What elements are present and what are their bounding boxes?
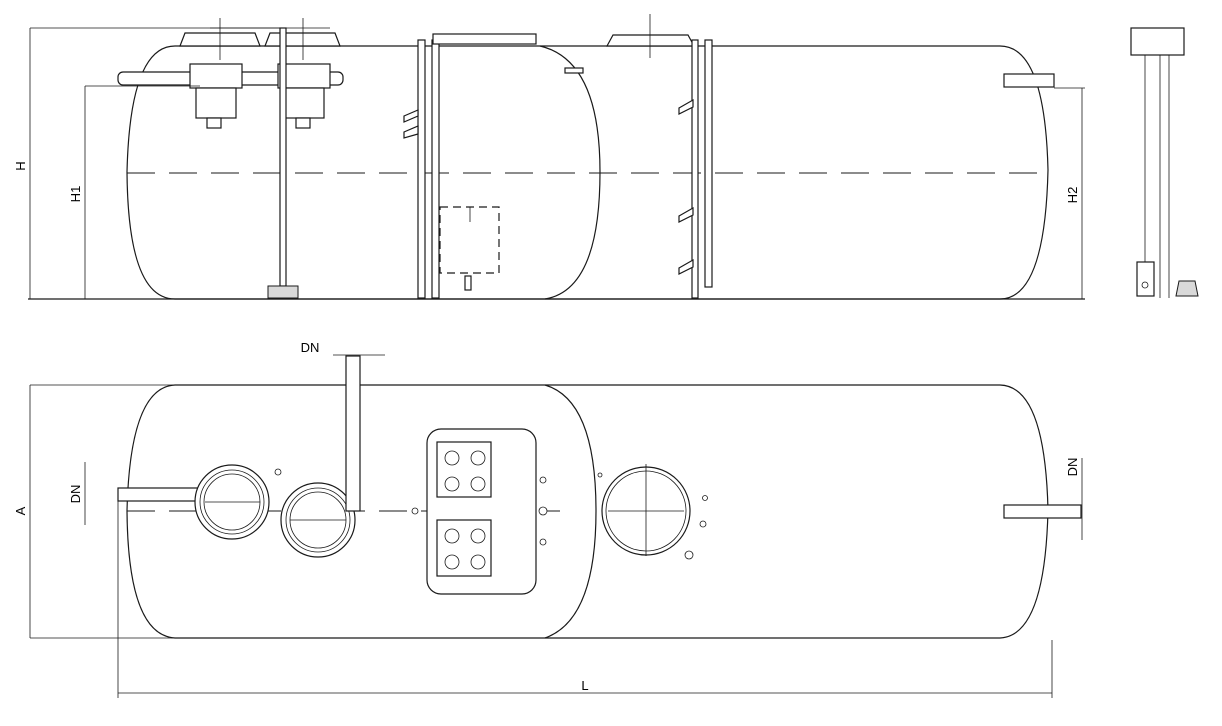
marker-dot-2	[411, 507, 419, 515]
pump-foot-1	[206, 117, 222, 129]
pump-body-2	[283, 87, 325, 119]
dim-dn-top-label: DN	[301, 340, 320, 355]
chamber-2-inner	[285, 487, 351, 553]
chute-5	[678, 258, 694, 275]
dim-dn-left-label: DN	[68, 485, 83, 504]
marker-dot-1	[274, 468, 282, 476]
vertical-pipe-plan	[345, 355, 361, 512]
manhole-dome-2	[264, 32, 341, 47]
module-circle-8	[470, 554, 486, 570]
wall-rod-4	[704, 39, 713, 288]
wall-rod-2	[431, 39, 440, 299]
module-circle-3	[444, 476, 460, 492]
inlet-pipe-plan	[117, 487, 207, 502]
outlet-pipe-side	[1003, 73, 1055, 88]
control-box-dashed	[439, 206, 500, 274]
chute-3	[678, 98, 694, 115]
switch-housing	[1130, 27, 1185, 56]
riser-pipe	[279, 27, 287, 287]
weight-block	[1175, 280, 1199, 297]
small-bracket	[564, 67, 584, 74]
module-circle-5	[444, 528, 460, 544]
pump-head-1	[189, 63, 243, 89]
float-unit	[1136, 261, 1155, 297]
bulkhead-curve	[539, 45, 601, 300]
pump-foot-2	[295, 117, 311, 129]
chute-1	[403, 109, 419, 123]
module-circle-1	[444, 450, 460, 466]
marker-dot-7	[702, 495, 708, 501]
marker-dot-4	[538, 506, 548, 516]
wall-rod-3	[691, 39, 699, 299]
riser-base	[267, 285, 299, 299]
control-plug	[464, 275, 472, 291]
module-circle-2	[470, 450, 486, 466]
module-circle-7	[444, 554, 460, 570]
chute-4	[678, 206, 694, 223]
module-circle-6	[470, 528, 486, 544]
plan-bulkhead	[544, 384, 597, 639]
dim-h2-label: H2	[1065, 187, 1080, 204]
marker-dot-9	[684, 550, 694, 560]
pump-body-1	[195, 87, 237, 119]
chute-2	[403, 125, 419, 139]
float-switch-detail	[1130, 27, 1199, 298]
top-hatch-plate	[432, 33, 537, 45]
dim-l-label: L	[581, 678, 588, 693]
dim-a-label: A	[13, 506, 28, 515]
dim-dn-right-label: DN	[1065, 458, 1080, 477]
side-elevation-view: H H1 H2	[13, 14, 1085, 300]
plan-view: A L DN DN DN	[13, 340, 1083, 698]
module-circle-4	[470, 476, 486, 492]
marker-dot-3	[539, 476, 547, 484]
outlet-pipe-plan	[1003, 504, 1082, 519]
chamber-1-inner	[199, 469, 265, 535]
dim-h1-label: H1	[68, 186, 83, 203]
tank-body-side	[126, 45, 1049, 300]
marker-dot-5	[539, 538, 547, 546]
marker-dot-8	[699, 520, 707, 528]
dim-h-label: H	[13, 161, 28, 170]
wall-rod-1	[417, 39, 426, 299]
manhole-dome-3	[605, 34, 696, 47]
tank-body-plan	[126, 384, 1049, 639]
marker-dot-6	[597, 472, 603, 478]
float-indicator	[1141, 281, 1149, 289]
module-block-2	[436, 519, 492, 577]
